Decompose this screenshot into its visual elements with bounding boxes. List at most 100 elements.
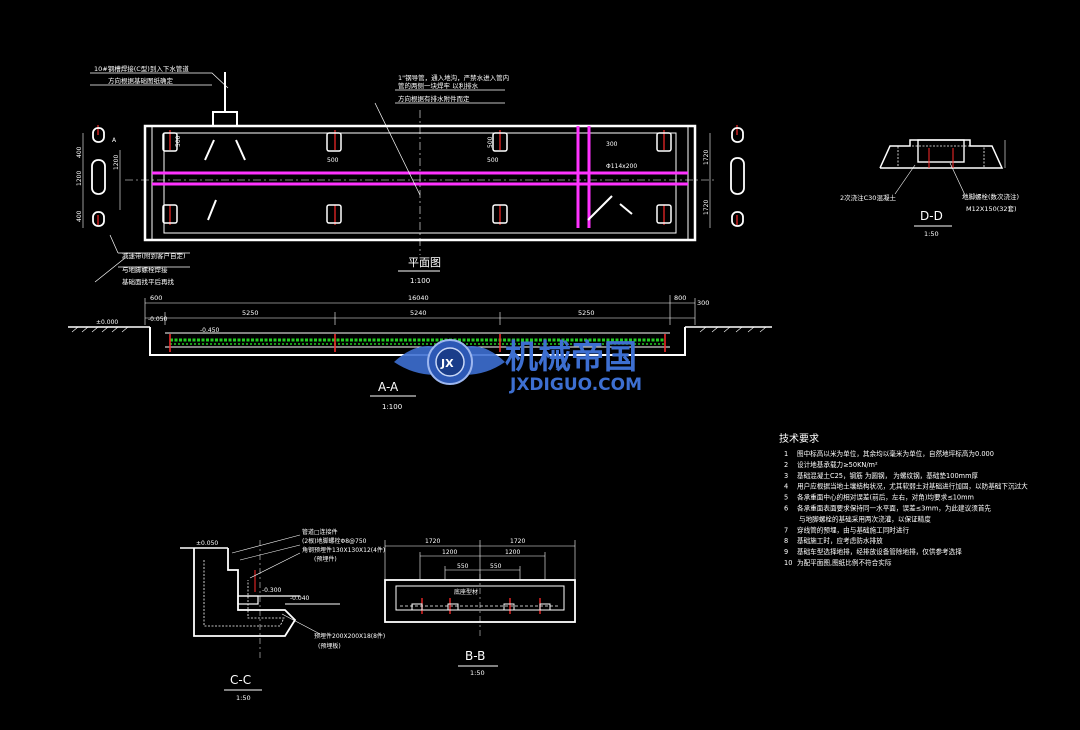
tech-item-text: 各承重面表面要求保持同一水平面，误差≤3mm，为此建议须首先	[797, 504, 991, 513]
bb-title: B-B	[465, 649, 485, 663]
plan-pits	[162, 132, 672, 224]
plan-diagonal-bar-1	[587, 195, 613, 221]
plan-callout-bottom-3: 基础面找平后再找	[122, 277, 175, 286]
tech-item-number: 7	[784, 526, 788, 534]
dd-title: D-D	[920, 209, 943, 223]
plan-dim-right-1: 1720	[703, 150, 710, 165]
plan-side-stoppers	[91, 127, 745, 227]
bb-label: 底座型材	[454, 588, 478, 596]
bb-dim-mid-2: 1200	[505, 549, 520, 556]
dd-outline	[879, 139, 1004, 169]
gear-logo-icon: JX	[394, 339, 505, 385]
tech-item-text: 穿线管的预埋，由与基础施工同时进行	[797, 525, 909, 534]
plan-dim-left-3: 1200	[113, 155, 120, 170]
cc-outline	[193, 548, 297, 637]
bb-inner	[395, 585, 565, 611]
plan-diagonal-bar-2	[619, 203, 633, 215]
cc-inner	[203, 560, 285, 627]
aa-red-markers	[169, 334, 666, 352]
plan-title: 平面图	[408, 256, 441, 269]
cc-leaders	[231, 534, 321, 635]
plan-callout-bottom-1: 减速带(附到客户自定)	[122, 251, 186, 260]
dd-embed-plate	[917, 139, 965, 163]
tech-item-number: 9	[784, 548, 788, 556]
plan-callout-top-1: 1"钢导管，通入地沟，严禁水进入管内	[398, 73, 509, 82]
dd-note-2: 地脚螺栓(数次浇注)	[962, 192, 1019, 201]
watermark-cn: 机械帝国	[505, 337, 637, 376]
bb-dim-mid-1: 1200	[442, 549, 457, 556]
cc-level-2: -0.040	[290, 595, 310, 602]
tech-item-text: 基础车型选择地排，经排放设备管除地排，仅供参考选择	[797, 547, 962, 556]
aa-ground-hatch	[71, 326, 767, 333]
plan-pit-label-1: 500	[175, 135, 182, 147]
cc-note-3: 角钢预埋件130X130X12(4件)	[302, 546, 385, 554]
aa-seg-3: 5250	[578, 309, 595, 317]
bb-dim-top-2: 1720	[510, 538, 525, 545]
aa-seg-1: 5250	[242, 309, 259, 317]
tech-item-number: 6	[784, 505, 788, 513]
aa-level-3: -0.450	[200, 327, 220, 334]
cc-note-5: 预埋件200X200X18(8件)	[314, 632, 385, 640]
cc-level-3: -0.300	[262, 587, 282, 594]
tech-item-number: 1	[784, 450, 788, 458]
section-dd: 2次浇注C30混凝土 地脚螺栓(数次浇注) M12X150(32套) D-D 1…	[840, 139, 1019, 238]
plan-dim-300: 300	[606, 141, 618, 148]
tech-item-number: 2	[784, 461, 788, 469]
cc-note-2: (2根)地脚螺栓Φ8@750	[302, 537, 367, 545]
cc-note-6: (预埋板)	[318, 642, 341, 650]
plan-label-a: A	[112, 137, 117, 144]
tech-item-number: 5	[784, 494, 788, 502]
tech-item-text: 用户应根据当地土壤结构状况，尤其软弱土对基础进行加固，以防基础下沉过大	[797, 482, 1028, 491]
cc-note-1: 管道□连接件	[302, 528, 338, 536]
section-cc: 管道□连接件 (2根)地脚螺栓Φ8@750 角钢预埋件130X130X12(4件…	[180, 528, 385, 702]
aa-level-1: ±0.000	[96, 319, 118, 326]
tech-requirements: 技术要求 1 图中标高以米为单位，其余均以毫米为单位，自然地坪标高为0.000 2 设…	[779, 432, 1028, 567]
tech-list: 1 图中标高以米为单位，其余均以毫米为单位，自然地坪标高为0.000 2 设计地基承载…	[784, 449, 1028, 567]
plan-view: 10#钢槽焊接(C型)到入下水管道 方向根据基础图纸确定 1"钢导管，通入地沟，…	[76, 64, 745, 286]
plan-callout-left-1: 10#钢槽焊接(C型)到入下水管道	[94, 64, 189, 73]
aa-overall: 16040	[408, 294, 429, 302]
plan-dim-left-1: 400	[76, 146, 83, 158]
dd-note-1: 2次浇注C30混凝土	[840, 193, 896, 202]
bb-dim-ticks	[384, 540, 576, 580]
aa-dim-ticks	[144, 295, 696, 325]
plan-pit-label-3: 500	[487, 157, 499, 164]
plan-dim-left-4: 400	[76, 210, 83, 222]
bb-dim-top-1: 1720	[425, 538, 440, 545]
dd-leader-1	[894, 164, 916, 195]
bb-dim-inner-2: 550	[490, 563, 502, 570]
bb-bolts	[411, 603, 551, 611]
cc-scale: 1:50	[236, 694, 251, 702]
tech-item-text: 图中标高以米为单位，其余均以毫米为单位，自然地坪标高为0.000	[797, 449, 994, 458]
tech-heading: 技术要求	[779, 432, 819, 445]
aa-level-2: -0.050	[148, 316, 168, 323]
plan-dim-left-2: 1200	[76, 171, 83, 186]
plan-pit-label-4: 500	[487, 136, 494, 148]
tech-item-number: 8	[784, 537, 788, 545]
bb-scale: 1:50	[470, 669, 485, 677]
plan-dim-right-2: 1720	[703, 200, 710, 215]
aa-edge-right: 300	[697, 299, 709, 307]
tech-item-text: 与地脚螺栓的基础采用两次浇灌，以保证精度	[799, 514, 931, 523]
bb-dim-inner-1: 550	[457, 563, 469, 570]
aa-end-left: 600	[150, 294, 162, 302]
watermark-en: JXDIGUO.COM	[509, 375, 642, 395]
aa-end-right: 800	[674, 294, 686, 302]
plan-callout-top-2: 管的两侧一块焊牢 以利排水	[398, 81, 479, 90]
plan-callout-bottom-2: 与地脚螺栓焊接	[122, 265, 168, 274]
aa-seg-2: 5240	[410, 309, 427, 317]
plan-dim-phi: Φ114x200	[606, 163, 637, 170]
tech-item-text: 各承重面中心的相对误差(前后，左右，对角)均要求≤10mm	[797, 493, 974, 502]
dd-note-3: M12X150(32套)	[966, 204, 1017, 213]
watermark-badge: JX	[440, 357, 454, 370]
tech-item-text: 为配平面图,图纸比例不符合实际	[797, 558, 892, 567]
dd-scale: 1:50	[924, 230, 939, 238]
tech-item-text: 设计地基承载力≥50KN/m²	[797, 460, 878, 469]
plan-leaders	[90, 72, 505, 283]
tech-item-text: 基础混凝土C25，钢筋 为圆钢， 为螺纹钢，基础垫100mm厚	[797, 471, 978, 480]
dd-concrete-block	[897, 145, 985, 169]
plan-drain-fitting	[204, 72, 246, 221]
tech-item-number: 3	[784, 472, 788, 480]
cc-note-4: (预埋件)	[314, 555, 337, 563]
